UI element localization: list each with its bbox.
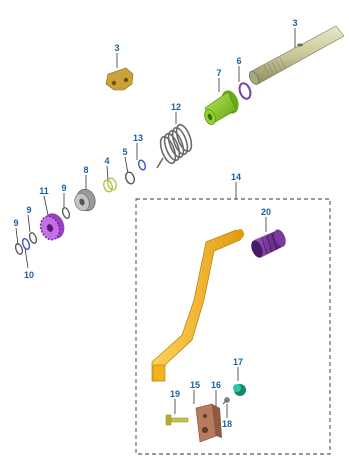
grip-roller xyxy=(251,229,286,258)
callout-17: 17 xyxy=(232,357,244,367)
main-shaft xyxy=(248,25,345,85)
callout-9-b: 9 xyxy=(26,205,32,215)
callout-20: 20 xyxy=(260,207,272,217)
washer-9c xyxy=(14,243,24,255)
washer-9a xyxy=(61,207,71,219)
callout-15: 15 xyxy=(189,380,201,390)
callout-5: 5 xyxy=(122,147,128,157)
coil-spring xyxy=(156,123,193,169)
washer-10 xyxy=(21,238,31,250)
callout-18: 18 xyxy=(221,419,233,429)
callout-8: 8 xyxy=(83,165,89,175)
callout-19: 19 xyxy=(169,389,181,399)
callout-11: 11 xyxy=(39,186,49,196)
callout-9-a: 9 xyxy=(61,183,67,193)
washer-5 xyxy=(125,171,135,185)
callout-10: 10 xyxy=(23,270,35,280)
callout-4: 4 xyxy=(104,156,110,166)
teal-cap xyxy=(233,384,246,396)
green-hub xyxy=(204,90,239,126)
kick-gear xyxy=(39,213,65,241)
callout-13: 13 xyxy=(132,133,144,143)
callout-3-shaft: 3 xyxy=(292,18,298,28)
small-screw xyxy=(222,397,230,405)
ratchet-8 xyxy=(74,188,96,212)
washer-13 xyxy=(138,159,146,171)
kick-pedal-arm xyxy=(151,229,245,382)
callout-12: 12 xyxy=(170,102,182,112)
leader-lines xyxy=(15,28,296,418)
callout-14: 14 xyxy=(230,172,242,182)
bracket-part xyxy=(105,67,134,91)
pedal-block xyxy=(195,403,222,443)
ring-6 xyxy=(238,82,252,100)
washer-9b xyxy=(28,232,38,244)
callout-16: 16 xyxy=(210,380,222,390)
bolt-19 xyxy=(165,414,189,426)
callout-7: 7 xyxy=(216,68,222,78)
callout-6: 6 xyxy=(236,56,242,66)
spring-washer-4 xyxy=(103,177,117,193)
callout-9-c: 9 xyxy=(13,218,19,228)
kit-box xyxy=(135,198,331,455)
callout-3-bracket: 3 xyxy=(114,43,120,53)
